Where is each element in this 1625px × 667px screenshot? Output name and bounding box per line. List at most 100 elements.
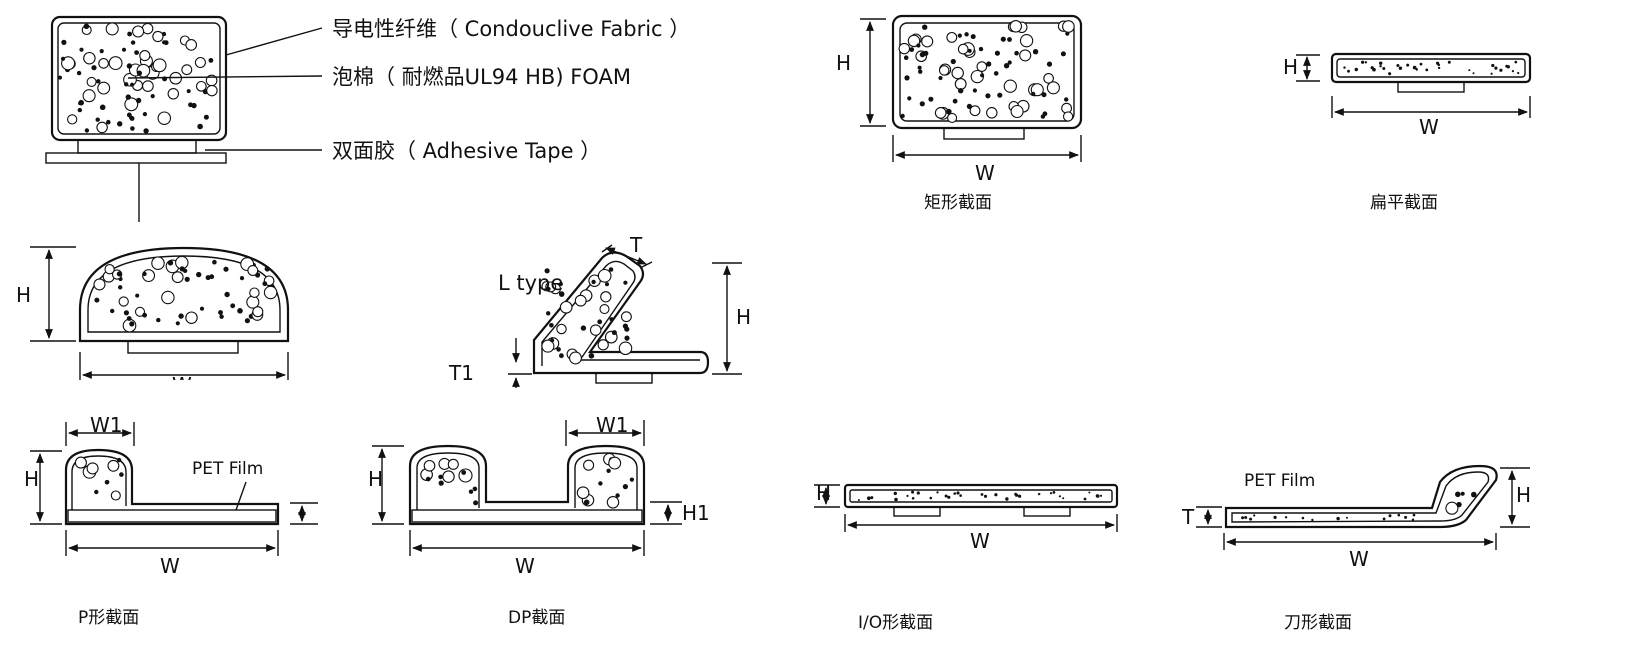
foam-particle <box>1003 62 1010 69</box>
foam-particle <box>599 304 610 315</box>
foam-particle <box>105 22 119 36</box>
foam-particle <box>1491 63 1495 68</box>
foam-particle <box>894 497 898 502</box>
rect-w-label: W <box>975 161 995 185</box>
foam-particle <box>86 76 97 87</box>
foam-particle <box>994 493 998 497</box>
foam-particle <box>106 119 111 125</box>
foam-particle <box>964 32 969 37</box>
caption-blade: 刀形截面 <box>1284 613 1352 633</box>
foam-particle <box>77 107 83 113</box>
foam-particle <box>934 107 947 119</box>
foam-particle <box>1043 73 1054 84</box>
caption-dp: DP截面 <box>508 608 565 628</box>
foam-particle <box>218 310 223 315</box>
foam-particle <box>208 58 214 63</box>
foam-particle <box>203 114 209 120</box>
foam-particle <box>956 491 960 495</box>
foam-particle <box>1437 63 1440 67</box>
io-h-label: H <box>816 481 831 505</box>
foam-particle <box>549 323 554 328</box>
foam-particle <box>1249 517 1253 521</box>
foam-particle <box>1415 68 1419 71</box>
foam-particle <box>117 121 123 127</box>
foam-particle <box>1517 71 1520 75</box>
foam-particle <box>1364 61 1368 64</box>
foam-particle <box>1404 515 1408 519</box>
foam-particle <box>116 271 123 277</box>
foam-particle <box>950 58 956 65</box>
l-type-label: L type <box>498 271 563 295</box>
foam-particle <box>952 98 958 104</box>
foam-particle <box>1096 494 1100 498</box>
dp-right-particles <box>576 452 635 509</box>
foam-particle <box>74 456 87 469</box>
foam-particle <box>84 128 90 133</box>
foam-particle <box>142 271 147 277</box>
foam-particle <box>142 80 154 92</box>
foam-particle <box>61 56 76 71</box>
foam-particle <box>1009 20 1023 33</box>
foam-particle <box>1018 494 1022 498</box>
foam-particle <box>1388 514 1392 518</box>
foam-particle <box>1471 491 1477 498</box>
foam-particle <box>135 293 140 298</box>
foam-particle <box>83 23 90 30</box>
foam-particle <box>447 458 459 470</box>
rect-h-label: H <box>836 51 851 75</box>
io-w-label: W <box>970 529 990 553</box>
foam-particle <box>608 267 614 272</box>
foam-particle <box>1398 66 1403 70</box>
foam-particle <box>125 94 131 100</box>
foam-particle <box>1058 495 1061 498</box>
foam-particle <box>1412 65 1417 70</box>
foam-particle <box>618 341 633 356</box>
dp-left-particles <box>420 457 479 506</box>
foam-particle <box>167 260 174 266</box>
p-pet-label: PET Film <box>192 459 263 479</box>
foam-particle <box>986 107 998 119</box>
foam-particle <box>196 271 202 278</box>
foam-particle <box>129 115 134 120</box>
io-section <box>814 483 1119 532</box>
foam-particle <box>171 271 184 284</box>
rect-section <box>860 14 1083 162</box>
foam-particle <box>252 306 264 318</box>
foam-particle <box>132 25 145 38</box>
foam-particle <box>893 491 897 496</box>
foam-particle <box>857 499 860 501</box>
foam-particle <box>1065 31 1070 36</box>
foam-particle <box>938 65 950 76</box>
foam-particle <box>1460 491 1465 496</box>
foam-particle <box>870 496 874 500</box>
foam-particle <box>1447 60 1451 64</box>
foam-particle <box>94 297 100 303</box>
foam-particle <box>1412 513 1416 517</box>
foam-particle <box>1382 67 1386 70</box>
foam-particle <box>194 56 206 69</box>
foam-particle <box>598 481 603 486</box>
foam-particle <box>206 84 218 97</box>
foam-particle <box>126 316 132 321</box>
p-foam-particles <box>74 456 124 501</box>
foam-particle <box>130 126 135 131</box>
blade-t-label: T <box>1181 505 1195 529</box>
foam-particle <box>620 311 632 323</box>
foam-particle <box>184 276 190 282</box>
foam-particle <box>546 287 551 291</box>
foam-particle <box>191 102 197 109</box>
foam-particle <box>550 338 555 343</box>
foam-particle <box>1346 516 1348 519</box>
foam-particle <box>903 55 909 60</box>
foam-particle <box>574 294 587 307</box>
foam-particle <box>195 80 207 92</box>
foam-particle <box>1273 515 1277 520</box>
blade-w-label: W <box>1349 547 1369 571</box>
foam-particle <box>622 484 629 490</box>
foam-particle <box>423 459 436 472</box>
foam-particle <box>1037 493 1040 496</box>
foam-particle <box>247 265 259 276</box>
l-t1-label: T1 <box>448 361 474 385</box>
foam-particle <box>1031 91 1036 96</box>
foam-particle <box>597 319 603 325</box>
